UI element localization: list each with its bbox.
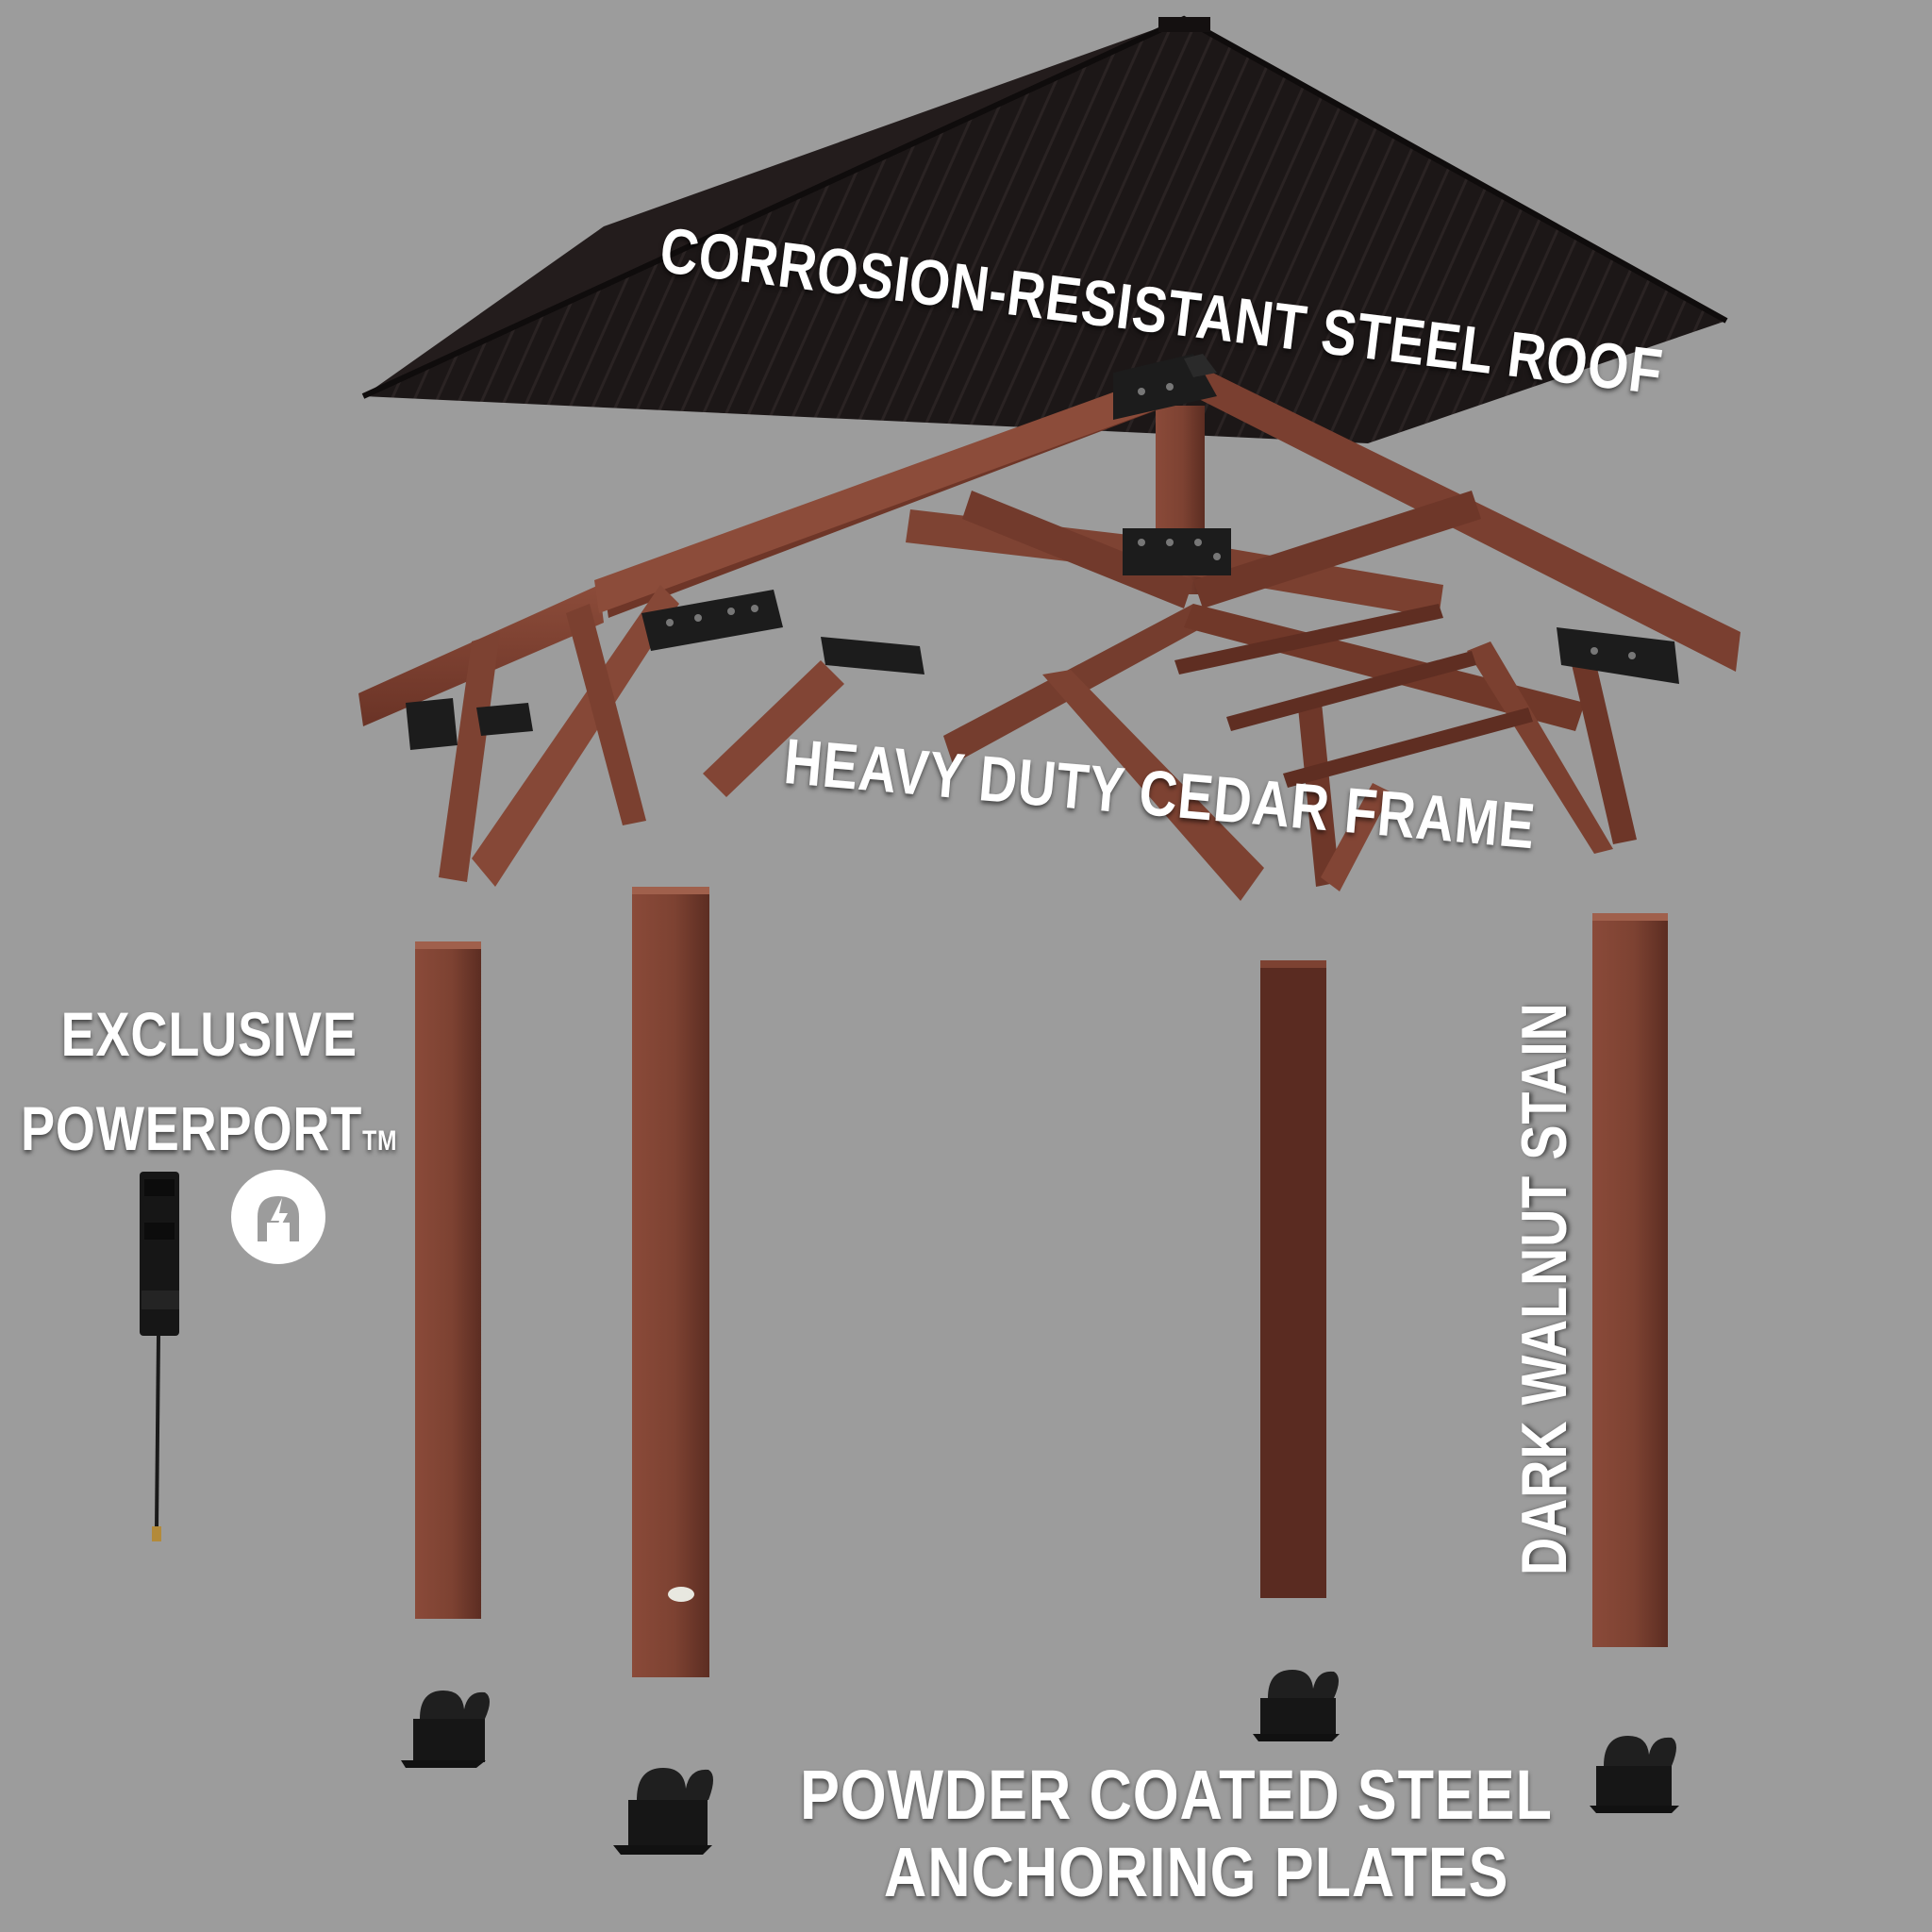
- plates-label-line1: POWDER COATED STEEL: [800, 1756, 1553, 1834]
- powerport-device: [140, 1172, 179, 1541]
- plug-lightning-icon: [231, 1170, 325, 1264]
- stain-label: DARK WALNUT STAIN: [1508, 1002, 1580, 1575]
- cedar-post-front-right: [1592, 913, 1668, 1647]
- cedar-post-back-left: [632, 887, 709, 1677]
- plates-label-line2: ANCHORING PLATES: [883, 1833, 1509, 1911]
- powerport-label-line2: POWERPORTTM: [21, 1081, 397, 1189]
- cedar-post-front-left: [415, 941, 481, 1619]
- cedar-post-back-right: [1260, 960, 1326, 1598]
- anchoring-plates-label: POWDER COATED STEEL ANCHORING PLATES: [800, 1757, 1553, 1911]
- powerport-label-line1: EXCLUSIVE: [60, 999, 358, 1069]
- powerport-label: EXCLUSIVE POWERPORTTM: [21, 987, 397, 1189]
- brand-tag: [668, 1587, 694, 1602]
- anchor-plate-back-left: [613, 1768, 713, 1855]
- powerport-name: POWERPORT: [21, 1093, 363, 1163]
- cedar-truss-frame: [358, 354, 1740, 901]
- anchor-plate-back-right: [1253, 1670, 1340, 1741]
- trademark-mark: TM: [362, 1125, 398, 1157]
- anchor-plate-front-right: [1590, 1736, 1679, 1813]
- anchor-plate-left: [401, 1690, 490, 1768]
- steel-roof: [361, 15, 1728, 443]
